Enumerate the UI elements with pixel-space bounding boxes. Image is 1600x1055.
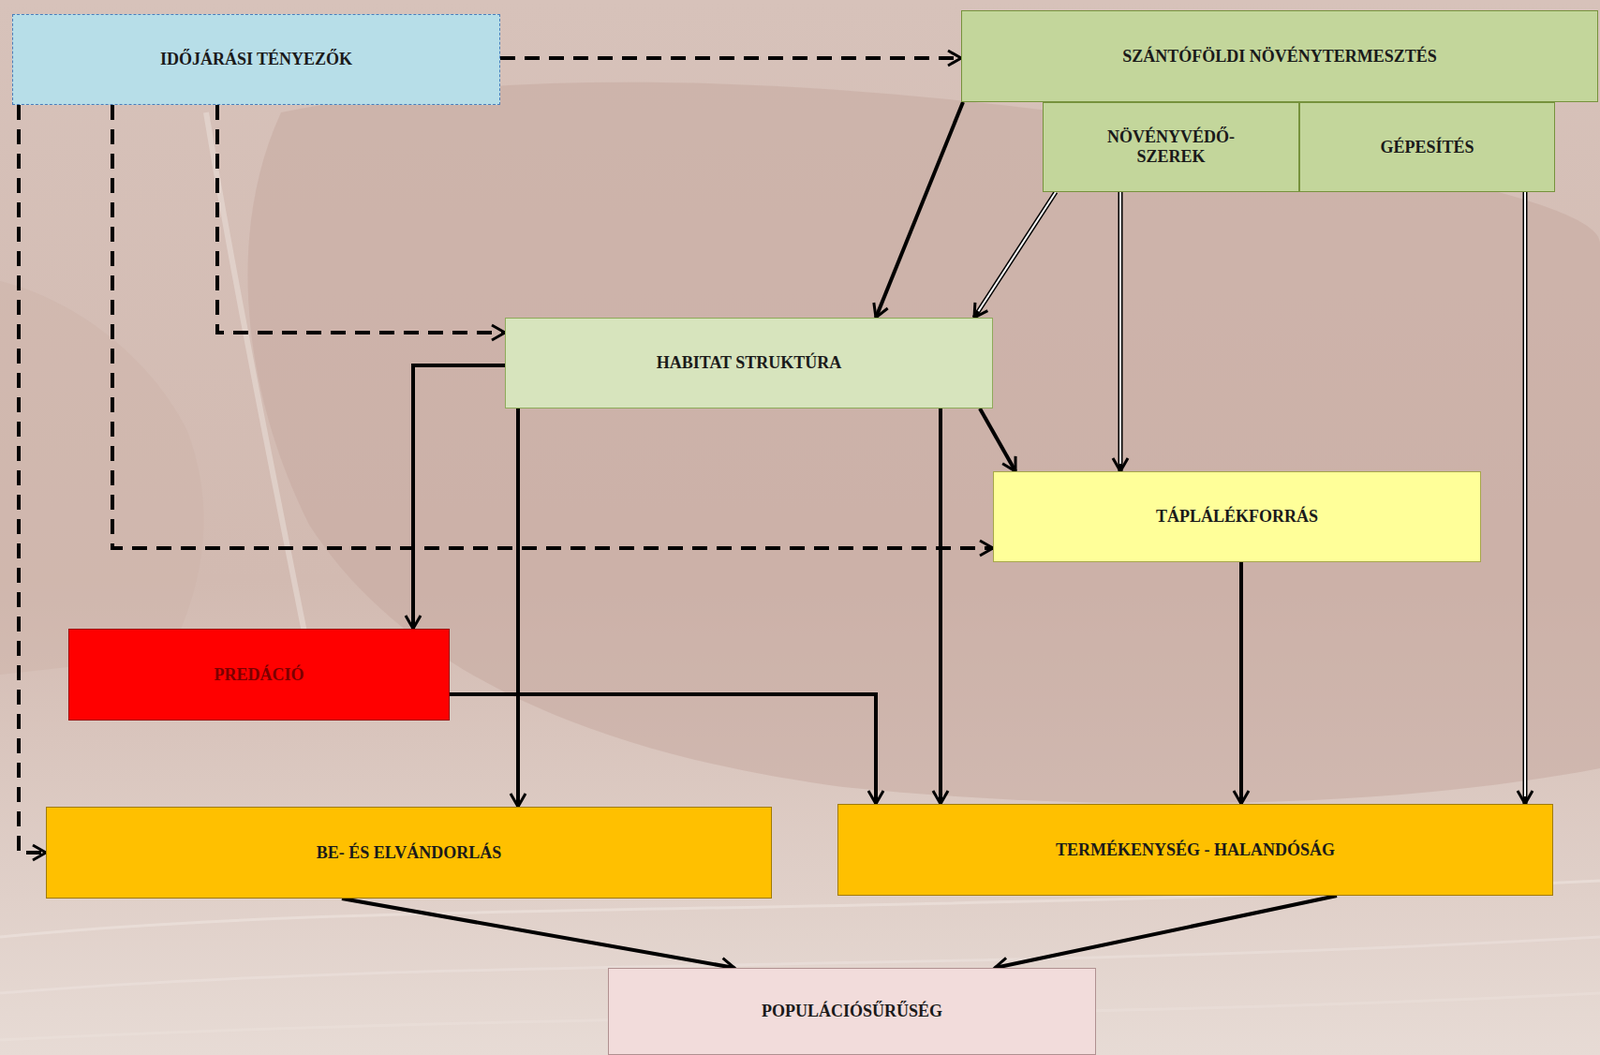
dashed-connector	[112, 104, 993, 549]
node-label: TERMÉKENYSÉG - HALANDÓSÁG	[1055, 840, 1335, 860]
connector-line	[1118, 192, 1124, 472]
connector-inner-line	[977, 192, 1056, 312]
connector-line	[449, 694, 876, 804]
connector-line	[1523, 192, 1528, 804]
connector-line	[974, 192, 1056, 318]
pesticide-box: NÖVÉNYVÉDŐ- SZEREK	[1042, 102, 1300, 193]
connector	[518, 408, 519, 807]
connector-line	[979, 408, 1016, 472]
connector-line	[994, 895, 1337, 968]
connector	[994, 895, 1337, 968]
node-label: TÁPLÁLÉKFORRÁS	[1155, 506, 1319, 527]
dashed-connector	[18, 104, 46, 853]
connector	[449, 694, 876, 804]
predation-box: PREDÁCIÓ	[68, 628, 450, 721]
node-label: BE- ÉS ELVÁNDORLÁS	[316, 843, 502, 863]
connector	[940, 408, 942, 804]
habitat-box: HABITAT STRUKTÚRA	[504, 317, 993, 409]
node-label: PREDÁCIÓ	[213, 665, 304, 685]
node-label: IDŐJÁRÁSI TÉNYEZŐK	[160, 49, 353, 70]
connector	[1241, 562, 1243, 804]
connector	[413, 365, 505, 629]
node-label: NÖVÉNYVÉDŐ- SZEREK	[1091, 127, 1251, 166]
dashed-connector	[500, 58, 962, 60]
connector-line	[18, 104, 46, 853]
population-density-box: POPULÁCIÓSŰRŰSÉG	[607, 967, 1097, 1055]
connector-line	[875, 102, 963, 318]
node-label: GÉPESÍTÉS	[1379, 137, 1474, 158]
connector-line	[500, 56, 962, 60]
connector-line	[938, 408, 943, 804]
connector	[979, 408, 1016, 472]
connector	[875, 102, 963, 318]
dashed-connector	[217, 104, 505, 333]
weather-box: IDŐJÁRÁSI TÉNYEZŐK	[12, 14, 501, 105]
connector-inner-line	[1119, 192, 1122, 464]
connector-line	[217, 104, 505, 333]
node-label: POPULÁCIÓSŰRŰSÉG	[761, 1001, 943, 1022]
connector-line	[112, 104, 993, 549]
connector	[341, 898, 735, 968]
connector-line	[341, 898, 735, 968]
double-connector	[1525, 192, 1526, 804]
node-label: SZÁNTÓFÖLDI NÖVÉNYTERMESZTÉS	[1122, 46, 1438, 67]
connector-line	[1239, 562, 1244, 804]
fertility-mortality-box: TERMÉKENYSÉG - HALANDÓSÁG	[837, 803, 1554, 896]
migration-box: BE- ÉS ELVÁNDORLÁS	[45, 806, 772, 899]
connector-line	[516, 408, 520, 807]
food-box: TÁPLÁLÉKFORRÁS	[992, 471, 1482, 563]
node-label: HABITAT STRUKTÚRA	[656, 353, 843, 373]
mechanization-box: GÉPESÍTÉS	[1299, 102, 1556, 193]
farming-box: SZÁNTÓFÖLDI NÖVÉNYTERMESZTÉS	[961, 10, 1599, 103]
connector-line	[413, 365, 505, 629]
double-connector	[974, 192, 1056, 318]
connector-inner-line	[1524, 192, 1526, 797]
double-connector	[1120, 192, 1122, 472]
